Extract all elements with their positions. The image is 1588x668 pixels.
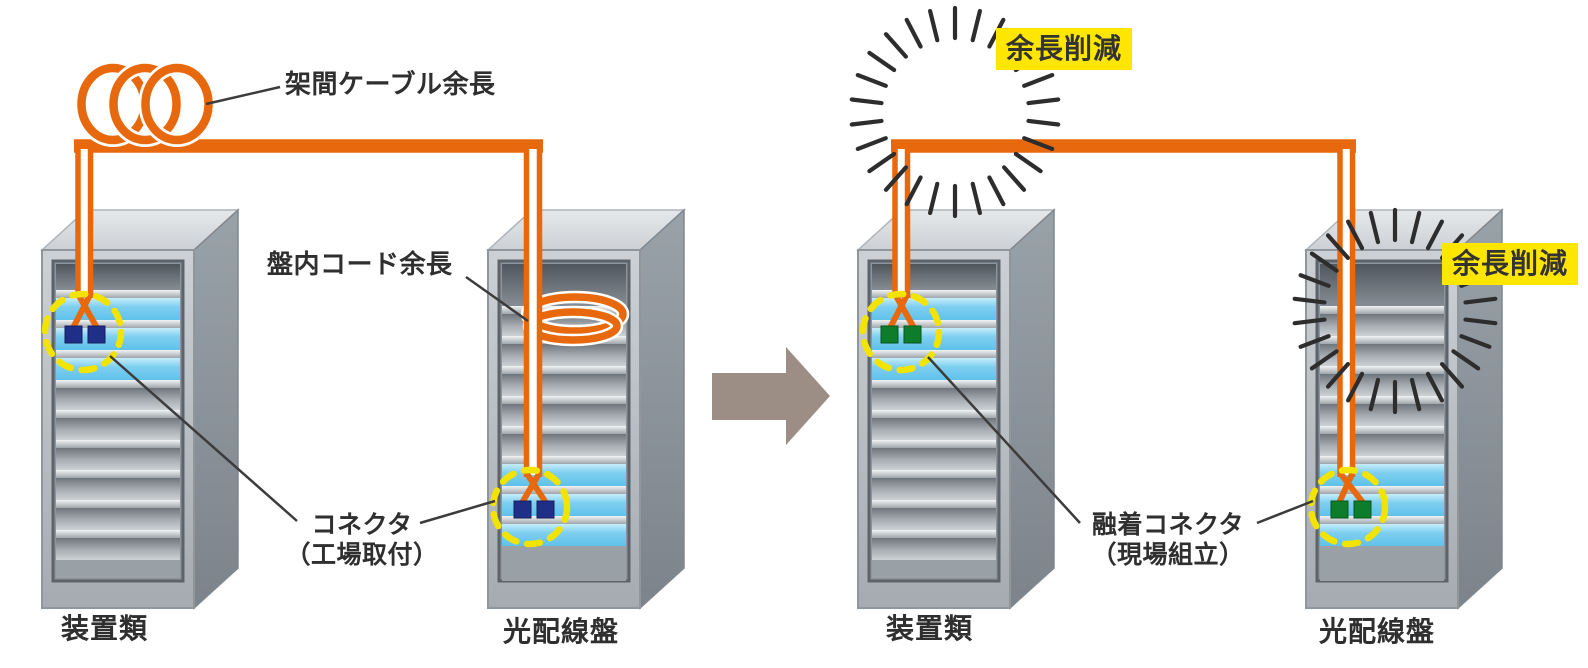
inter-rack-cable-slack-coil (74, 61, 216, 147)
connector-highlight-circles-before (41, 290, 571, 548)
fusion-connectors (880, 325, 1372, 519)
label-slack-reduction-cable: 余長削減 (996, 28, 1133, 71)
connector-highlight-circles-after (859, 290, 1389, 548)
label-fusion-connector: 融着コネクタ （現場組立） (1062, 511, 1274, 570)
label-factory-connector-line2: （工場取付） (285, 540, 439, 569)
optical-panel-rack-before (486, 208, 686, 610)
label-factory-connector-line1: コネクタ (311, 511, 413, 539)
before-diagram (40, 61, 686, 610)
label-inter-rack-cable-slack: 架間ケーブル余長 (285, 69, 496, 99)
label-equipment-rack-before: 装置類 (61, 613, 149, 644)
equipment-rack-after (856, 208, 1056, 610)
label-optical-panel-before: 光配線盤 (503, 616, 620, 647)
leader-lines-after (927, 356, 1314, 525)
leader-lines-before (109, 85, 529, 525)
label-slack-reduction-panel: 余長削減 (1442, 243, 1579, 286)
label-factory-connector: コネクタ （工場取付） (272, 511, 452, 570)
factory-connectors (64, 325, 555, 519)
label-optical-panel-after: 光配線盤 (1319, 616, 1436, 647)
label-fusion-connector-line1: 融着コネクタ (1091, 511, 1244, 539)
label-equipment-rack-after: 装置類 (886, 613, 974, 644)
transition-arrow-icon (712, 347, 830, 445)
equipment-rack-before (40, 208, 240, 610)
label-fusion-connector-line2: （現場組立） (1091, 540, 1245, 569)
label-panel-cord-slack: 盤内コード余長 (267, 249, 453, 279)
